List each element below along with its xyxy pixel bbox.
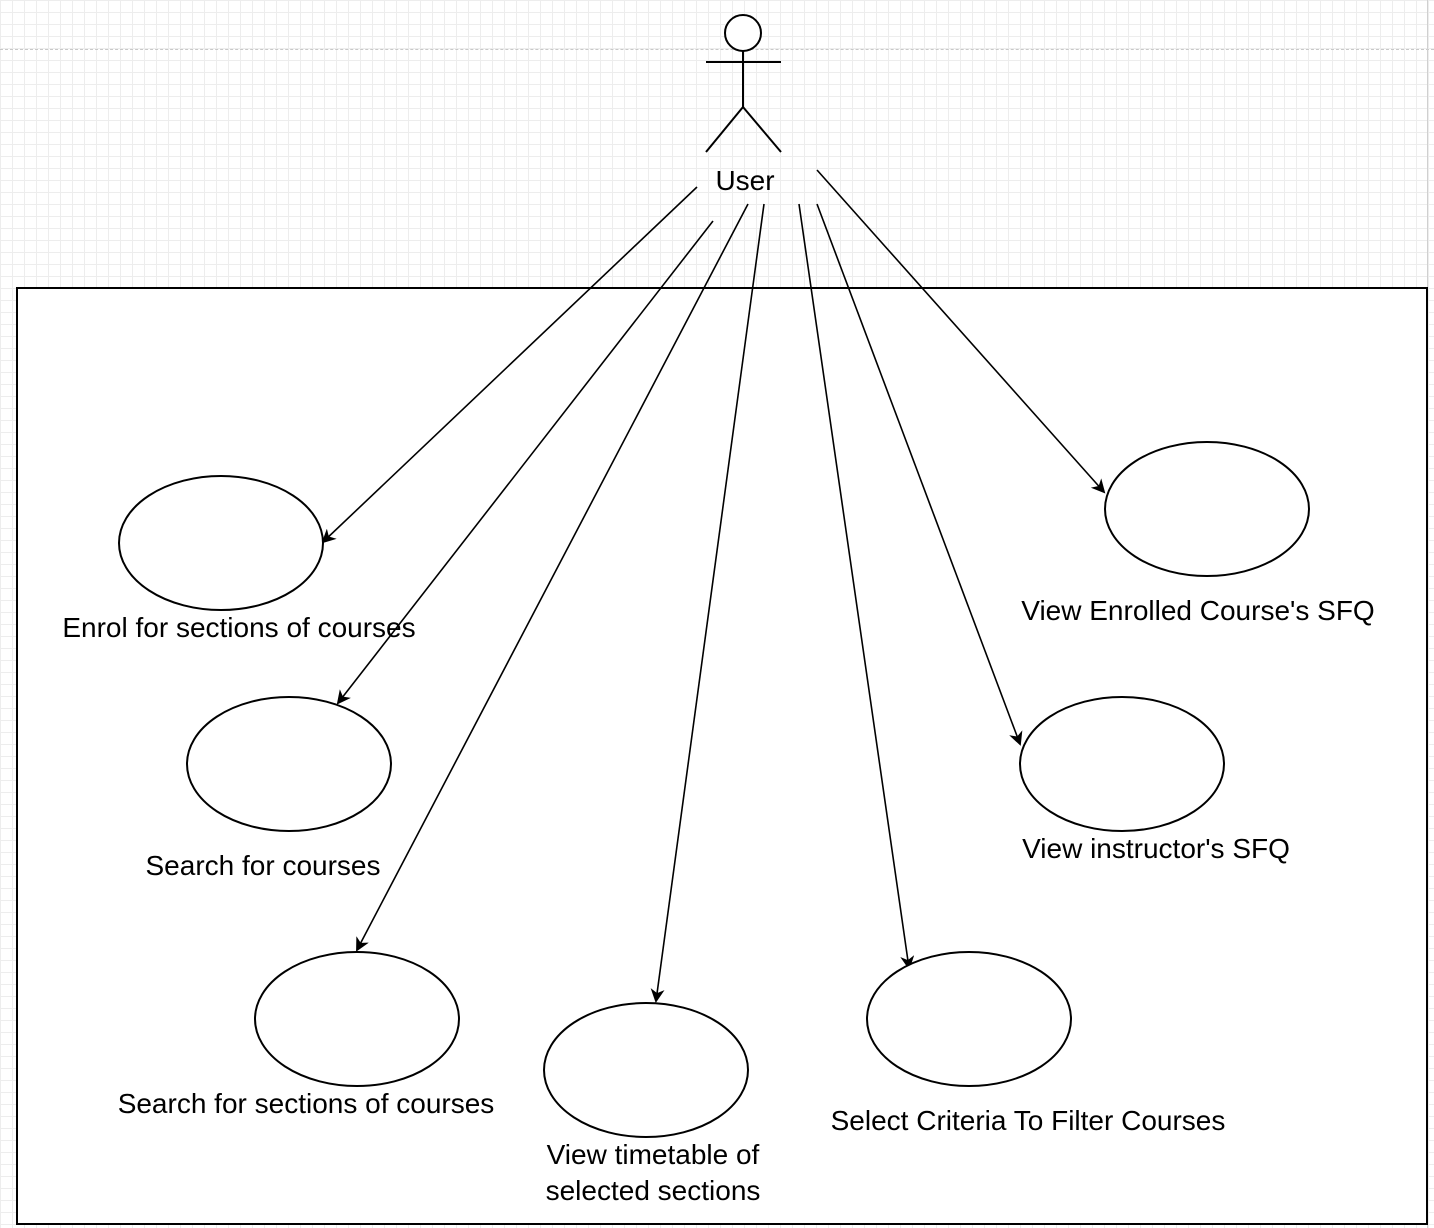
use-case-ellipse-view-instructor-sfq[interactable] [1019,696,1225,832]
use-case-ellipse-search-courses[interactable] [186,696,392,832]
use-case-label-search-courses: Search for courses [145,850,381,881]
use-case-label-line: selected sections [545,1175,761,1206]
use-case-label-select-criteria: Select Criteria To Filter Courses [830,1105,1226,1136]
use-case-label-enrol: Enrol for sections of courses [62,612,416,643]
association-arrow-view-timetable[interactable] [650,203,765,1003]
association-arrow-view-enrolled-sfq[interactable] [816,169,1106,494]
association-arrow-enrol[interactable] [321,186,698,544]
use-case-ellipse-enrol[interactable] [118,475,324,611]
association-arrow-search-sections[interactable] [356,203,749,952]
stick-figure-actor-icon[interactable] [705,14,782,153]
use-case-ellipse-view-enrolled-sfq[interactable] [1104,441,1310,577]
actor-label: User [715,165,775,196]
page-break-line [0,49,1434,50]
use-case-label-search-sections: Search for sections of courses [117,1088,495,1119]
association-arrow-search-courses[interactable] [336,220,714,705]
use-case-label-line: View timetable of [546,1139,760,1170]
use-case-label-view-timetable: View timetable of selected sections [546,1137,761,1209]
association-arrow-view-instructor-sfq[interactable] [816,203,1023,746]
use-case-label-view-instructor-sfq: View instructor's SFQ [1022,833,1290,864]
association-arrow-select-criteria[interactable] [798,203,915,970]
use-case-ellipse-view-timetable[interactable] [543,1002,749,1138]
use-case-ellipse-search-sections[interactable] [254,951,460,1087]
use-case-label-view-enrolled-sfq: View Enrolled Course's SFQ [1021,595,1375,626]
use-case-ellipse-select-criteria[interactable] [866,951,1072,1087]
